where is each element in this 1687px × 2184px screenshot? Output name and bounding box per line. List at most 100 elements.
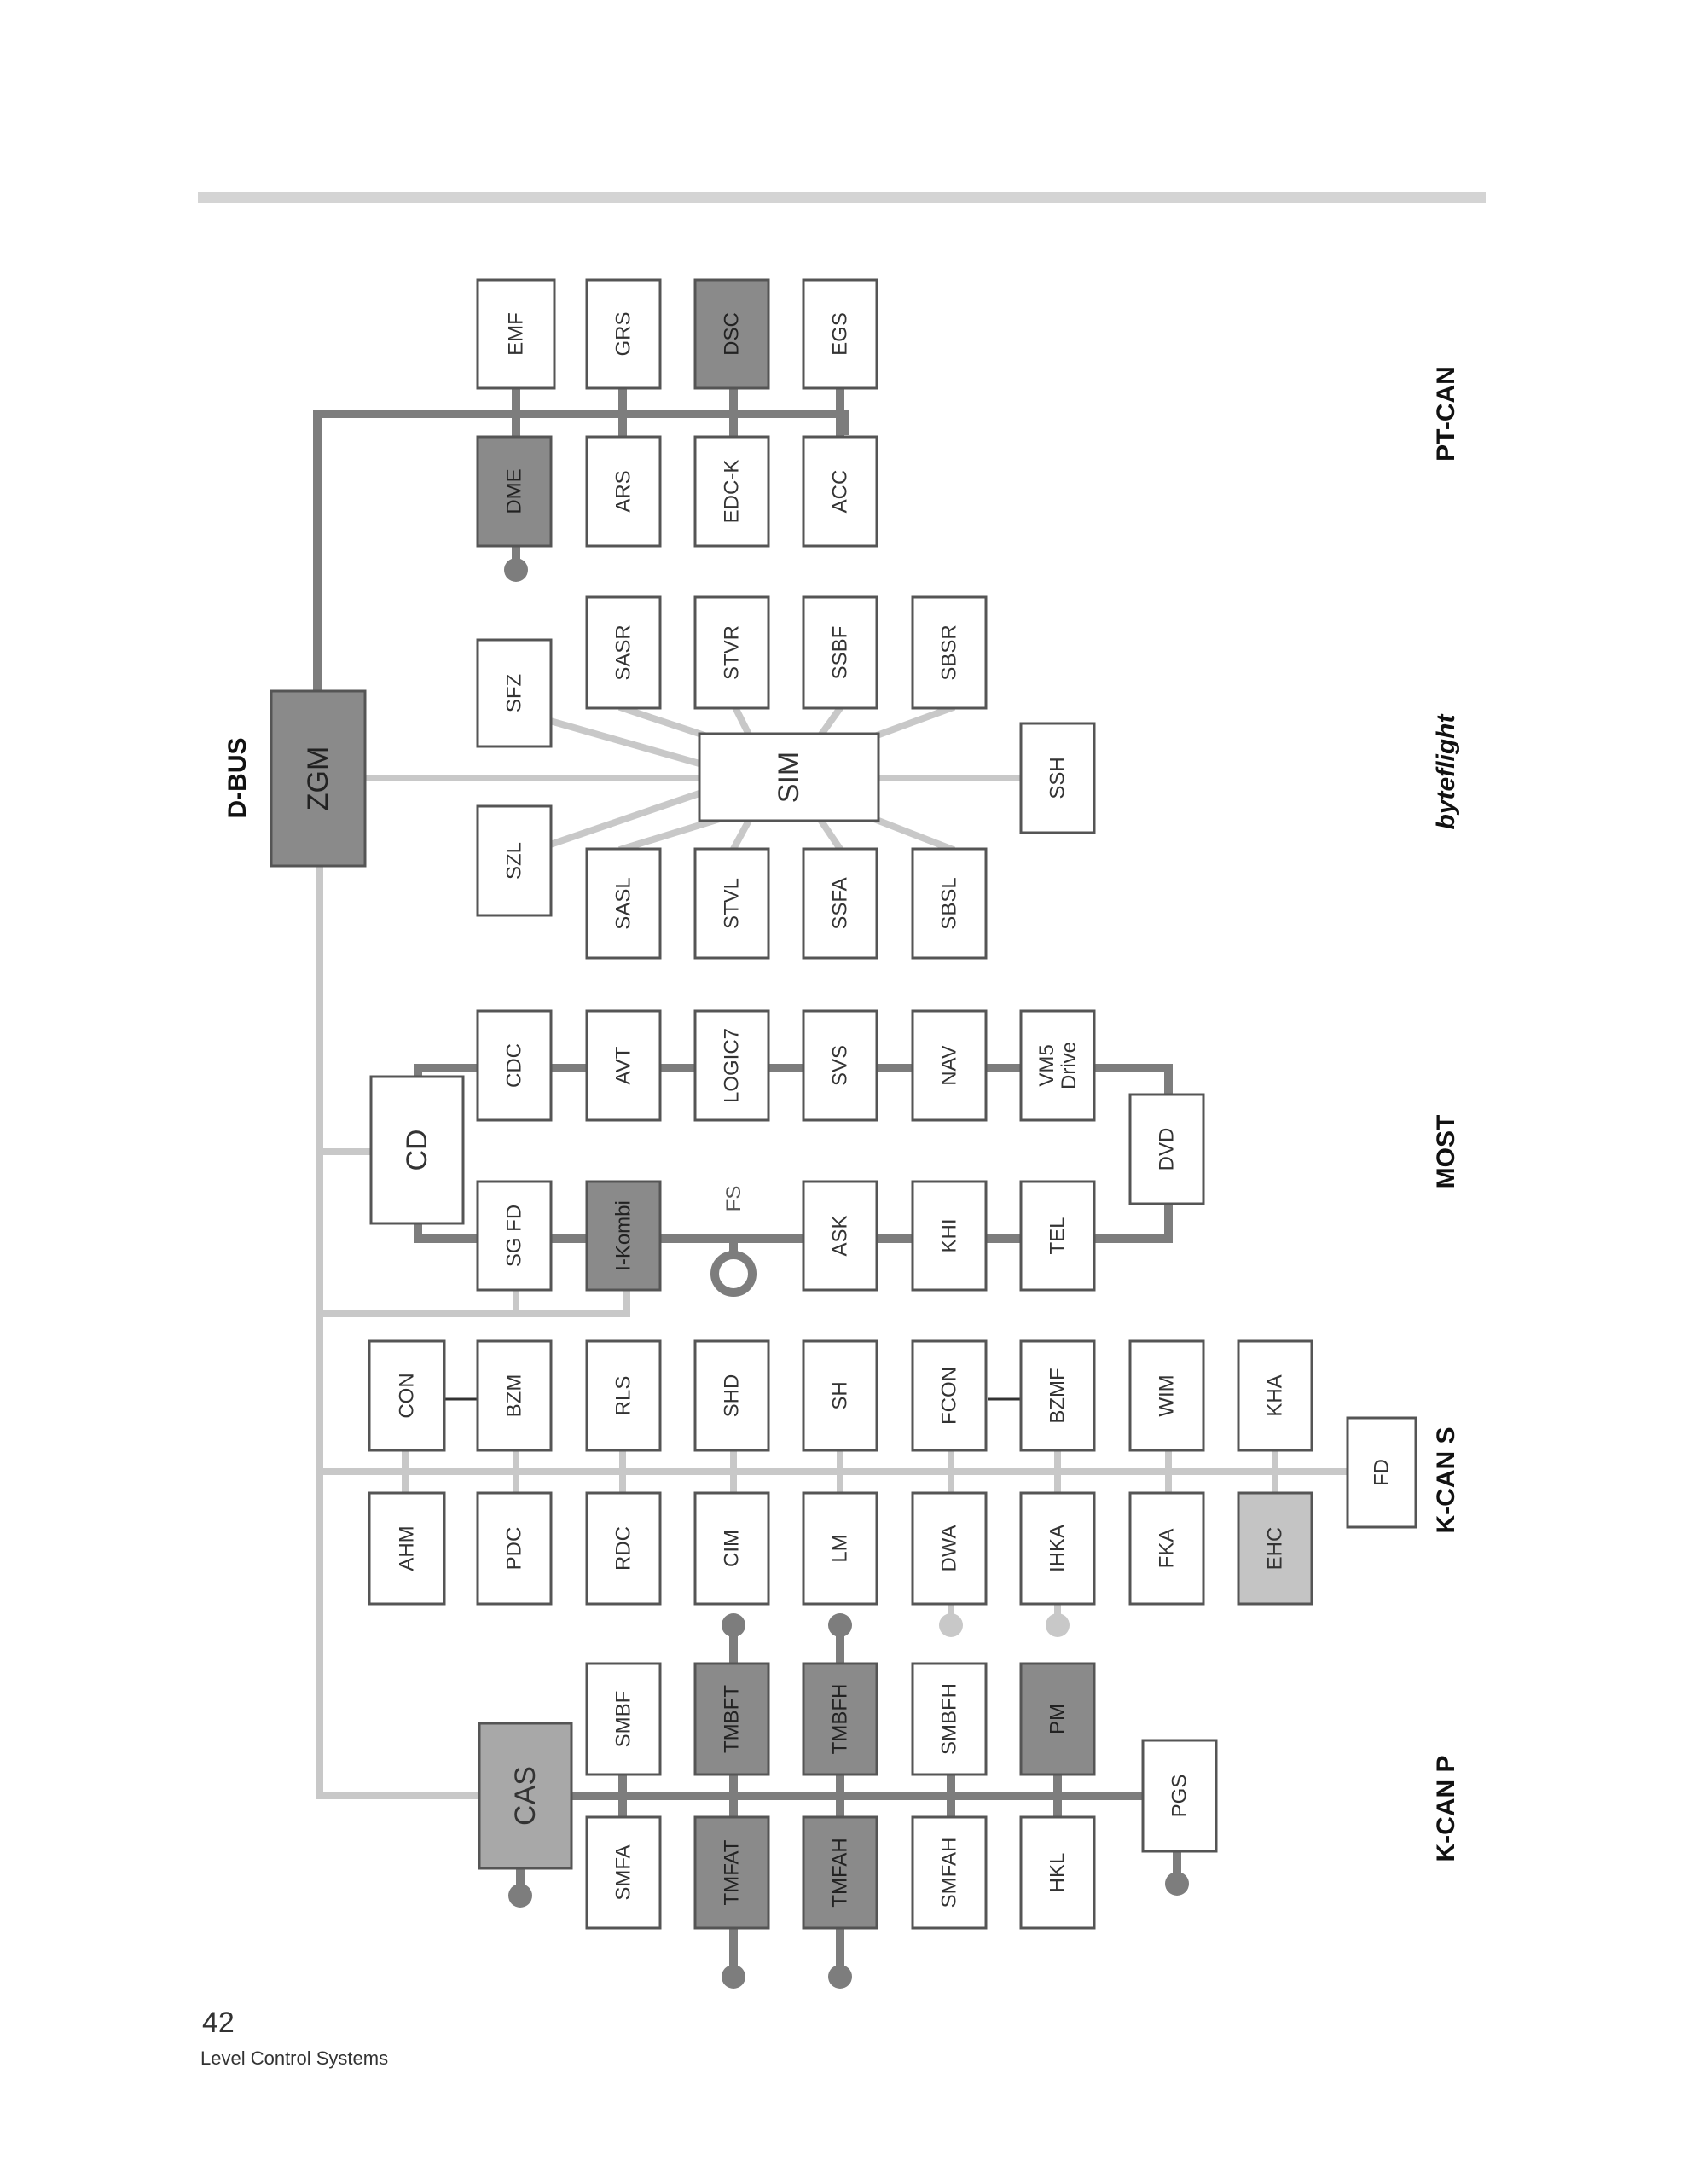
module-label: TMBFH bbox=[829, 1684, 852, 1755]
module-label: BZMF bbox=[1046, 1368, 1070, 1423]
module-edck: EDC-K bbox=[693, 435, 770, 548]
k-can-s-label: K-CAN S bbox=[1432, 1427, 1460, 1534]
module-dme: DME bbox=[476, 435, 553, 548]
module-box bbox=[802, 1339, 878, 1452]
module-fd: FD bbox=[1346, 1416, 1417, 1529]
terminal-dot bbox=[504, 558, 528, 582]
module-label: SASL bbox=[612, 877, 635, 929]
module-box bbox=[585, 847, 662, 960]
terminal-dots bbox=[504, 558, 1189, 1989]
module-ahm: AHM bbox=[368, 1491, 446, 1606]
terminal-dot bbox=[828, 1613, 852, 1637]
module-label: WIM bbox=[1156, 1374, 1179, 1416]
module-box bbox=[693, 1339, 770, 1452]
module-szl: SZL bbox=[476, 804, 553, 917]
module-box bbox=[693, 1491, 770, 1606]
module-box bbox=[911, 1815, 988, 1930]
module-box bbox=[802, 1815, 878, 1930]
document-title: Level Control Systems bbox=[200, 2048, 389, 2069]
module-box bbox=[693, 847, 770, 960]
module-sh: SH bbox=[802, 1339, 878, 1452]
module-tmbfh: TMBFH bbox=[802, 1662, 878, 1776]
header-bar bbox=[198, 192, 1486, 203]
module-label: CAS bbox=[509, 1766, 542, 1826]
module-stvl: STVL bbox=[693, 847, 770, 960]
module-box bbox=[476, 1009, 553, 1122]
k-can-p-label: K-CAN P bbox=[1432, 1756, 1460, 1862]
module-vm5: VM5Drive bbox=[1019, 1009, 1096, 1122]
module-label: STVR bbox=[721, 625, 744, 680]
module-box bbox=[802, 1662, 878, 1776]
module-label: LOGIC7 bbox=[721, 1028, 744, 1103]
module-smfah: SMFAH bbox=[911, 1815, 988, 1930]
terminal-dot bbox=[508, 1884, 532, 1908]
module-box bbox=[585, 435, 662, 548]
module-box bbox=[1019, 722, 1096, 834]
module-label: SVS bbox=[829, 1045, 852, 1086]
module-box bbox=[1019, 1662, 1096, 1776]
module-grs: GRS bbox=[585, 278, 662, 390]
module-label: STVL bbox=[721, 878, 744, 929]
module-smbfh: SMBFH bbox=[911, 1662, 988, 1776]
module-shd: SHD bbox=[693, 1339, 770, 1452]
module-fcon: FCON bbox=[911, 1339, 988, 1452]
module-box bbox=[693, 1009, 770, 1122]
module-box bbox=[802, 1491, 878, 1606]
module-box bbox=[476, 435, 553, 548]
terminal-dot bbox=[1165, 1872, 1189, 1896]
module-label: GRS bbox=[612, 311, 635, 356]
module-label: DWA bbox=[938, 1525, 961, 1571]
most-label: MOST bbox=[1432, 1115, 1460, 1189]
module-ihka: IHKA bbox=[1019, 1491, 1096, 1606]
module-box bbox=[1346, 1416, 1417, 1529]
module-box bbox=[698, 732, 880, 822]
module-sbsr: SBSR bbox=[911, 595, 988, 710]
module-label: PGS bbox=[1168, 1774, 1191, 1818]
module-label: I-Kombi bbox=[612, 1200, 635, 1271]
module-emf: EMF bbox=[476, 278, 556, 390]
module-box bbox=[478, 1722, 573, 1870]
terminal-dot bbox=[722, 1965, 745, 1989]
bus-labels: D-BUS PT-CAN byteflight MOST K-CAN S K-C… bbox=[223, 366, 1460, 1862]
module-box bbox=[802, 278, 878, 390]
module-label: FD bbox=[1371, 1459, 1394, 1486]
module-box bbox=[1128, 1093, 1205, 1205]
module-box bbox=[1019, 1180, 1096, 1292]
module-box bbox=[1019, 1009, 1096, 1122]
module-label: HKL bbox=[1046, 1853, 1070, 1893]
module-egs: EGS bbox=[802, 278, 878, 390]
module-box bbox=[693, 595, 770, 710]
module-cim: CIM bbox=[693, 1491, 770, 1606]
module-box bbox=[1019, 1339, 1096, 1452]
module-label: SH bbox=[829, 1381, 852, 1409]
module-box bbox=[585, 1009, 662, 1122]
module-box bbox=[585, 1815, 662, 1930]
module-label: ACC bbox=[829, 470, 852, 514]
module-box bbox=[1128, 1339, 1205, 1452]
module-label: SSBF bbox=[829, 626, 852, 680]
module-box bbox=[476, 1180, 553, 1292]
module-label: PM bbox=[1046, 1704, 1070, 1734]
module-label: SFZ bbox=[503, 674, 526, 712]
module-box bbox=[476, 278, 556, 390]
module-rls: RLS bbox=[585, 1339, 662, 1452]
module-label: ARS bbox=[612, 470, 635, 512]
module-bzmf: BZMF bbox=[1019, 1339, 1096, 1452]
module-box bbox=[476, 638, 553, 748]
module-label: KHA bbox=[1264, 1374, 1287, 1416]
module-label: KHI bbox=[938, 1218, 961, 1252]
module-label: RDC bbox=[612, 1526, 635, 1571]
module-box bbox=[585, 1339, 662, 1452]
module-label: DME bbox=[503, 468, 526, 514]
module-wim: WIM bbox=[1128, 1339, 1205, 1452]
module-label: DVD bbox=[1156, 1128, 1179, 1171]
pt-can-label: PT-CAN bbox=[1432, 366, 1460, 462]
module-dsc: DSC bbox=[693, 278, 770, 390]
module-label: SG FD bbox=[503, 1205, 526, 1267]
page-number: 42 bbox=[202, 2007, 235, 2039]
module-label: SASR bbox=[612, 624, 635, 680]
module-label: SHD bbox=[721, 1374, 744, 1418]
module-label: SMFA bbox=[612, 1844, 635, 1900]
module-kha: KHA bbox=[1237, 1339, 1313, 1452]
